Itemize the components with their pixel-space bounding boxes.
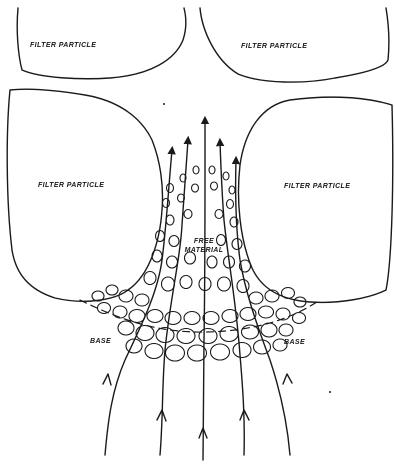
label-filter-particle-top-left: FILTER PARTICLE [30,42,96,50]
label-free-material-line1: FREE [184,238,224,246]
streamline-right-inner [220,142,244,455]
label-free-material-line2: MATERIAL [176,247,232,255]
label-base-left: BASE [90,338,111,346]
label-filter-particle-mid-right: FILTER PARTICLE [284,183,350,191]
filter-particle-mid-right-outline [239,97,393,302]
filter-particle-mid-left-outline [7,89,162,301]
arrow-left-outer-lower [103,374,111,385]
label-filter-particle-top-right: FILTER PARTICLE [241,43,307,51]
arrow-right-outer-lower [283,374,292,384]
label-base-right: BASE [284,339,305,347]
label-filter-particle-mid-left: FILTER PARTICLE [38,182,104,190]
base-particles [92,285,306,361]
